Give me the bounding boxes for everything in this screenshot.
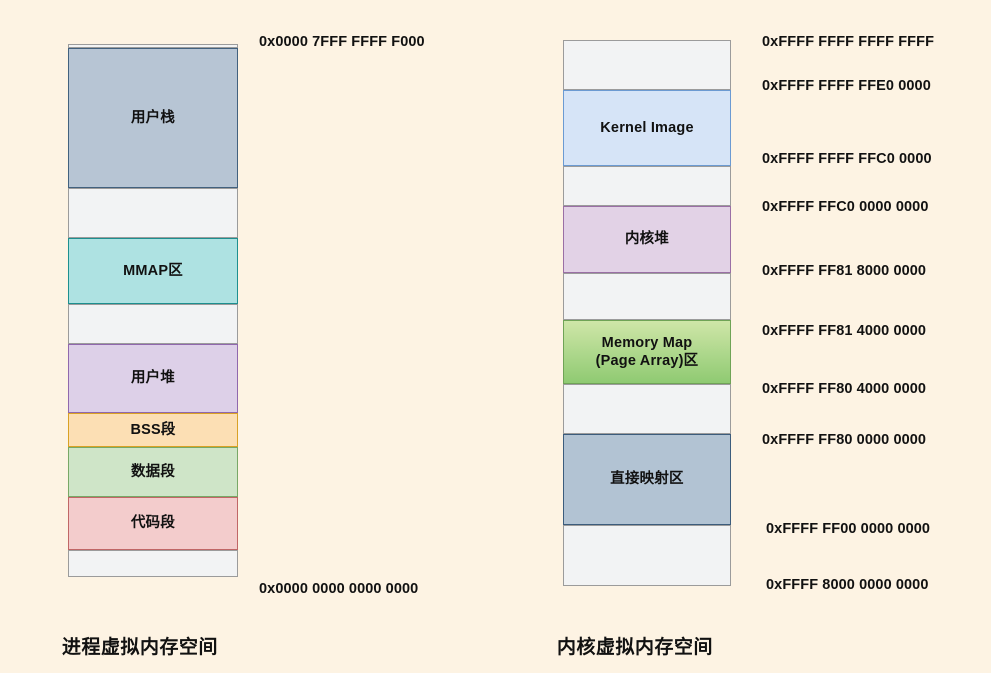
- kernel-address-4: 0xFFFF FF81 8000 0000: [762, 263, 927, 279]
- process-block-text: 代码段: [68, 497, 238, 550]
- kernel-block-empty-bottom: [563, 525, 731, 586]
- process-space-caption: 进程虚拟内存空间: [62, 637, 219, 658]
- process-memory-column: 用户栈 MMAP区 用户堆 BSS段 数据段 代码段: [68, 44, 238, 577]
- process-block-empty-bottom: [68, 550, 238, 577]
- process-block-gap-1: [68, 188, 238, 238]
- kernel-block-gap-3: [563, 384, 731, 434]
- process-address-top: 0x0000 7FFF FFFF F000: [259, 34, 425, 50]
- process-block-user-stack: 用户栈: [68, 48, 238, 188]
- kernel-memory-column: Kernel Image 内核堆 Memory Map(Page Array)区…: [563, 40, 731, 586]
- process-block-data: 数据段: [68, 447, 238, 497]
- process-block-mmap: MMAP区: [68, 238, 238, 304]
- kernel-address-6: 0xFFFF FF80 4000 0000: [762, 381, 927, 397]
- kernel-address-5: 0xFFFF FF81 4000 0000: [762, 323, 927, 339]
- process-block-bss: BSS段: [68, 413, 238, 447]
- kernel-block-empty-top: [563, 40, 731, 90]
- kernel-block-memory-map: Memory Map(Page Array)区: [563, 320, 731, 384]
- kernel-block-direct-map: 直接映射区: [563, 434, 731, 525]
- kernel-address-8: 0xFFFF FF00 0000 0000: [766, 521, 931, 537]
- kernel-space-caption: 内核虚拟内存空间: [557, 637, 714, 658]
- kernel-address-7: 0xFFFF FF80 0000 0000: [762, 432, 927, 448]
- kernel-address-1: 0xFFFF FFFF FFE0 0000: [762, 78, 931, 94]
- kernel-address-3: 0xFFFF FFC0 0000 0000: [762, 199, 929, 215]
- process-block-gap-2: [68, 304, 238, 344]
- kernel-address-9: 0xFFFF 8000 0000 0000: [766, 577, 929, 593]
- kernel-block-kernel-image: Kernel Image: [563, 90, 731, 166]
- process-address-bottom: 0x0000 0000 0000 0000: [259, 581, 419, 597]
- kernel-block-gap-1: [563, 166, 731, 206]
- kernel-block-kernel-heap: 内核堆: [563, 206, 731, 273]
- kernel-address-0: 0xFFFF FFFF FFFF FFFF: [762, 34, 935, 50]
- process-block-user-heap: 用户堆: [68, 344, 238, 413]
- kernel-address-2: 0xFFFF FFFF FFC0 0000: [762, 151, 932, 167]
- process-block-empty-top: [68, 44, 238, 48]
- kernel-block-gap-2: [563, 273, 731, 320]
